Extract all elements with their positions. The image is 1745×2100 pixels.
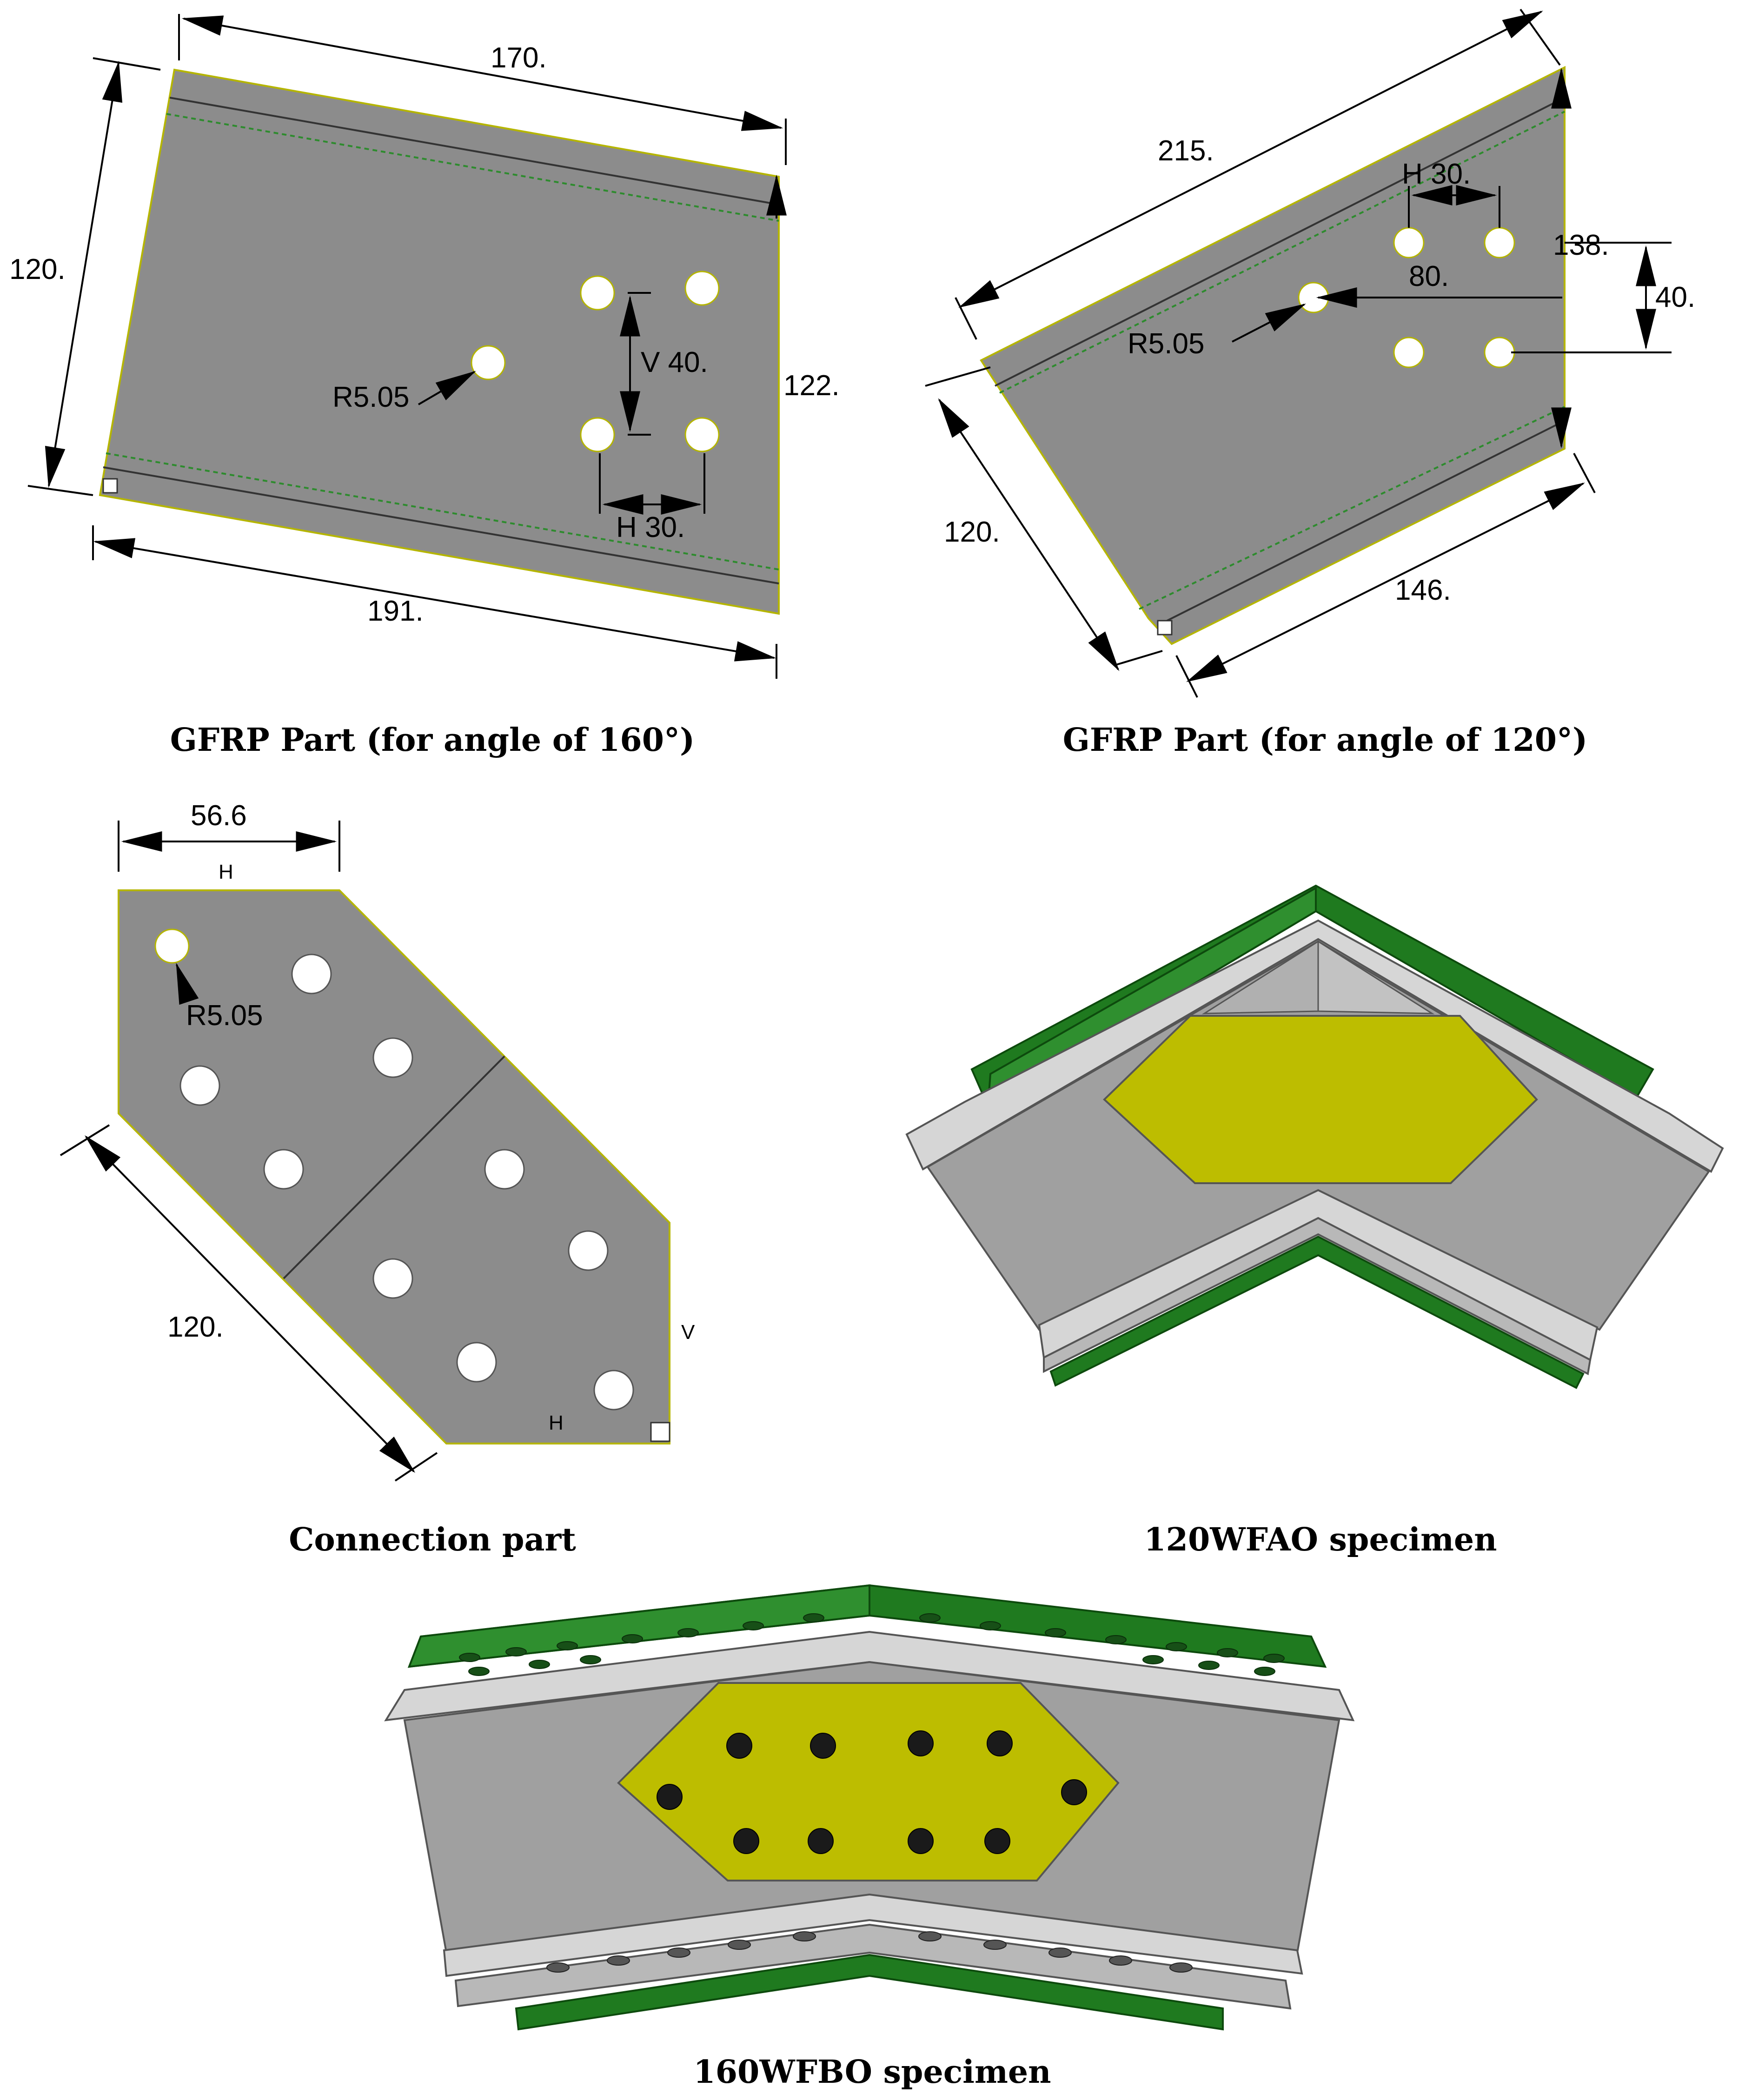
bottom-flange-bolt-holes	[546, 1931, 1193, 1973]
connection-hole	[179, 1065, 220, 1106]
connection-hole	[456, 1342, 497, 1383]
gfrp-160-hole	[684, 417, 720, 452]
connection-dim-h-bottom: H	[549, 1411, 564, 1434]
connection-hole	[372, 1258, 413, 1299]
gfrp-120-plate	[980, 66, 1566, 645]
gfrp-160-dim-horizontal: H 30.	[616, 511, 685, 543]
gfrp-120-hole	[1484, 337, 1515, 368]
connection-dim-v: V	[681, 1321, 695, 1344]
gfrp-160-dim-right: 122.	[783, 370, 840, 402]
gfrp-120-dim-40: 40.	[1655, 281, 1695, 313]
connection-hole	[291, 954, 332, 994]
gfrp-160-drawing: 170. 120. 122. 191. R5.05 V 40. H 30.	[9, 14, 840, 679]
gfrp-120-drawing: 215. H 30. 138. 80. 40. R5.05 120. 146.	[925, 8, 1695, 698]
gfrp-160-hole	[471, 345, 506, 380]
splice-plate	[617, 1682, 1120, 1881]
connection-hole	[484, 1149, 525, 1190]
splice-plate	[1103, 1015, 1538, 1184]
gfrp-120-dim-radius: R5.05	[1128, 328, 1204, 360]
gfrp-120-hole	[1393, 337, 1425, 368]
gfrp-160-dim-vertical: V 40.	[641, 346, 708, 378]
gfrp-120-dim-bottom: 146.	[1395, 574, 1451, 606]
specimen-160wfbo	[384, 1584, 1355, 2031]
connection-dim-radius: R5.05	[186, 1000, 263, 1032]
gfrp-160-hole	[580, 417, 615, 452]
gfrp-120-dim-80: 80.	[1409, 260, 1449, 292]
gfrp-120-dim-left: 120.	[944, 516, 1000, 548]
gfrp-160-dim-top: 170.	[491, 42, 547, 74]
gfrp-120-dim-top: 215.	[1158, 135, 1214, 167]
gfrp-160-dim-left: 120.	[9, 253, 66, 285]
gfrp-120-hole	[1484, 227, 1515, 258]
connection-hole	[372, 1037, 413, 1078]
gfrp-160-plate	[99, 68, 780, 615]
gfrp-160-hole	[684, 271, 720, 306]
connection-hole-dimensioned	[154, 928, 190, 964]
gfrp-160-hole	[580, 275, 615, 311]
wfao-caption: 120WFAO specimen	[1144, 1521, 1497, 1558]
connection-hole	[568, 1230, 609, 1271]
specimen-120wfao	[905, 884, 1724, 1389]
gfrp-120-caption: GFRP Part (for angle of 120°)	[1063, 722, 1587, 759]
connection-caption: Connection part	[289, 1521, 576, 1558]
connection-dim-top: 56.6	[191, 800, 247, 832]
connection-drawing: 56.6 H R5.05 120. V H	[60, 800, 695, 1482]
wfbo-caption: 160WFBO specimen	[693, 2054, 1051, 2091]
splice-bolts	[657, 1730, 1087, 1854]
top-flange-bolt-holes	[459, 1613, 1285, 1676]
connection-dim-h-top: H	[219, 861, 233, 883]
connection-hole	[593, 1370, 634, 1411]
connection-hole	[263, 1149, 304, 1190]
gfrp-160-dim-radius: R5.05	[332, 381, 409, 413]
gfrp-120-hole	[1393, 227, 1425, 258]
gfrp-120-dim-h: H 30.	[1402, 158, 1471, 190]
connection-dim-left: 120.	[167, 1311, 224, 1343]
gfrp-160-dim-bottom: 191.	[367, 595, 424, 627]
gfrp-120-dim-138: 138.	[1553, 229, 1609, 261]
gfrp-160-caption: GFRP Part (for angle of 160°)	[170, 722, 695, 759]
